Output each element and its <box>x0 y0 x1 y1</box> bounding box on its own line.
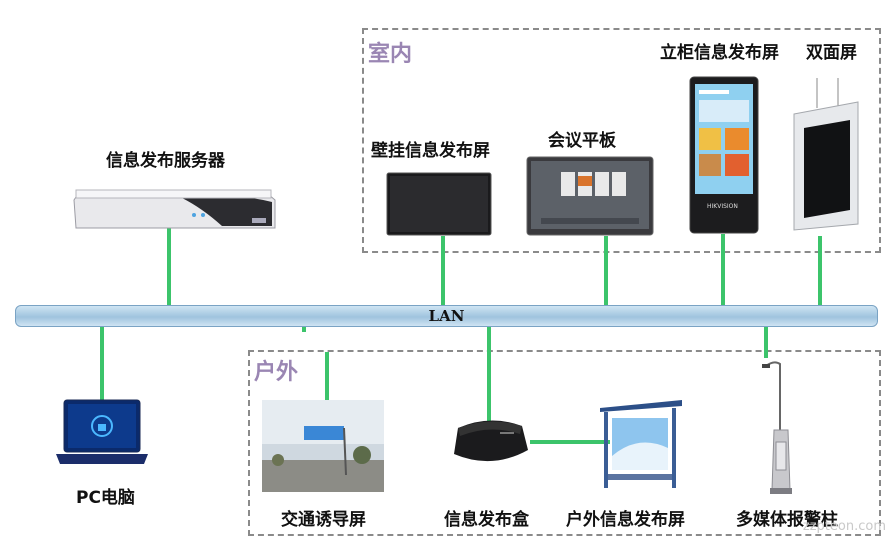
outdoor-screen-device <box>600 400 682 488</box>
alarm-pole-link <box>764 326 768 358</box>
wall-screen-device <box>386 172 492 236</box>
meeting-panel-link <box>604 236 608 306</box>
pc-label: PC电脑 <box>76 488 135 508</box>
wall-screen-label: 壁挂信息发布屏 <box>371 141 490 161</box>
server-device <box>73 189 276 229</box>
traffic-screen-device <box>262 400 384 492</box>
server-link <box>167 228 171 306</box>
double-screen-device <box>793 78 859 231</box>
traffic-screen-label: 交通诱导屏 <box>281 510 366 530</box>
publish-box-device <box>454 420 528 462</box>
lan-bus: LAN <box>15 305 878 327</box>
traffic-screen-link <box>302 326 306 332</box>
pc-device <box>56 399 148 464</box>
server-label: 信息发布服务器 <box>106 151 225 171</box>
outdoor-zone-title: 户外 <box>254 360 299 385</box>
wall-screen-link <box>441 236 445 306</box>
standing-screen-label: 立柜信息发布屏 <box>660 43 779 63</box>
meeting-panel-device <box>526 156 654 236</box>
alarm-pole-label: 多媒体报警柱 <box>736 510 838 530</box>
publish-box-label: 信息发布盒 <box>444 510 529 530</box>
watermark: zzpteon.com <box>802 519 886 534</box>
indoor-zone-title: 室内 <box>368 42 413 67</box>
lan-label: LAN <box>428 307 465 325</box>
standing-screen-device <box>689 76 759 234</box>
alarm-pole-device <box>762 361 792 494</box>
pc-link <box>100 326 104 402</box>
publish-box-link <box>487 326 491 421</box>
outdoor-zone <box>248 350 881 536</box>
indoor-zone <box>362 28 881 253</box>
traffic-screen-link-lower <box>325 352 329 400</box>
box-to-outdoor-screen-link <box>530 440 610 444</box>
meeting-panel-label: 会议平板 <box>548 131 616 151</box>
standing-screen-brand: HIKVISION <box>707 203 738 210</box>
standing-screen-link <box>721 234 725 306</box>
outdoor-screen-label: 户外信息发布屏 <box>566 510 685 530</box>
double-screen-label: 双面屏 <box>806 43 857 63</box>
double-screen-link <box>818 236 822 306</box>
